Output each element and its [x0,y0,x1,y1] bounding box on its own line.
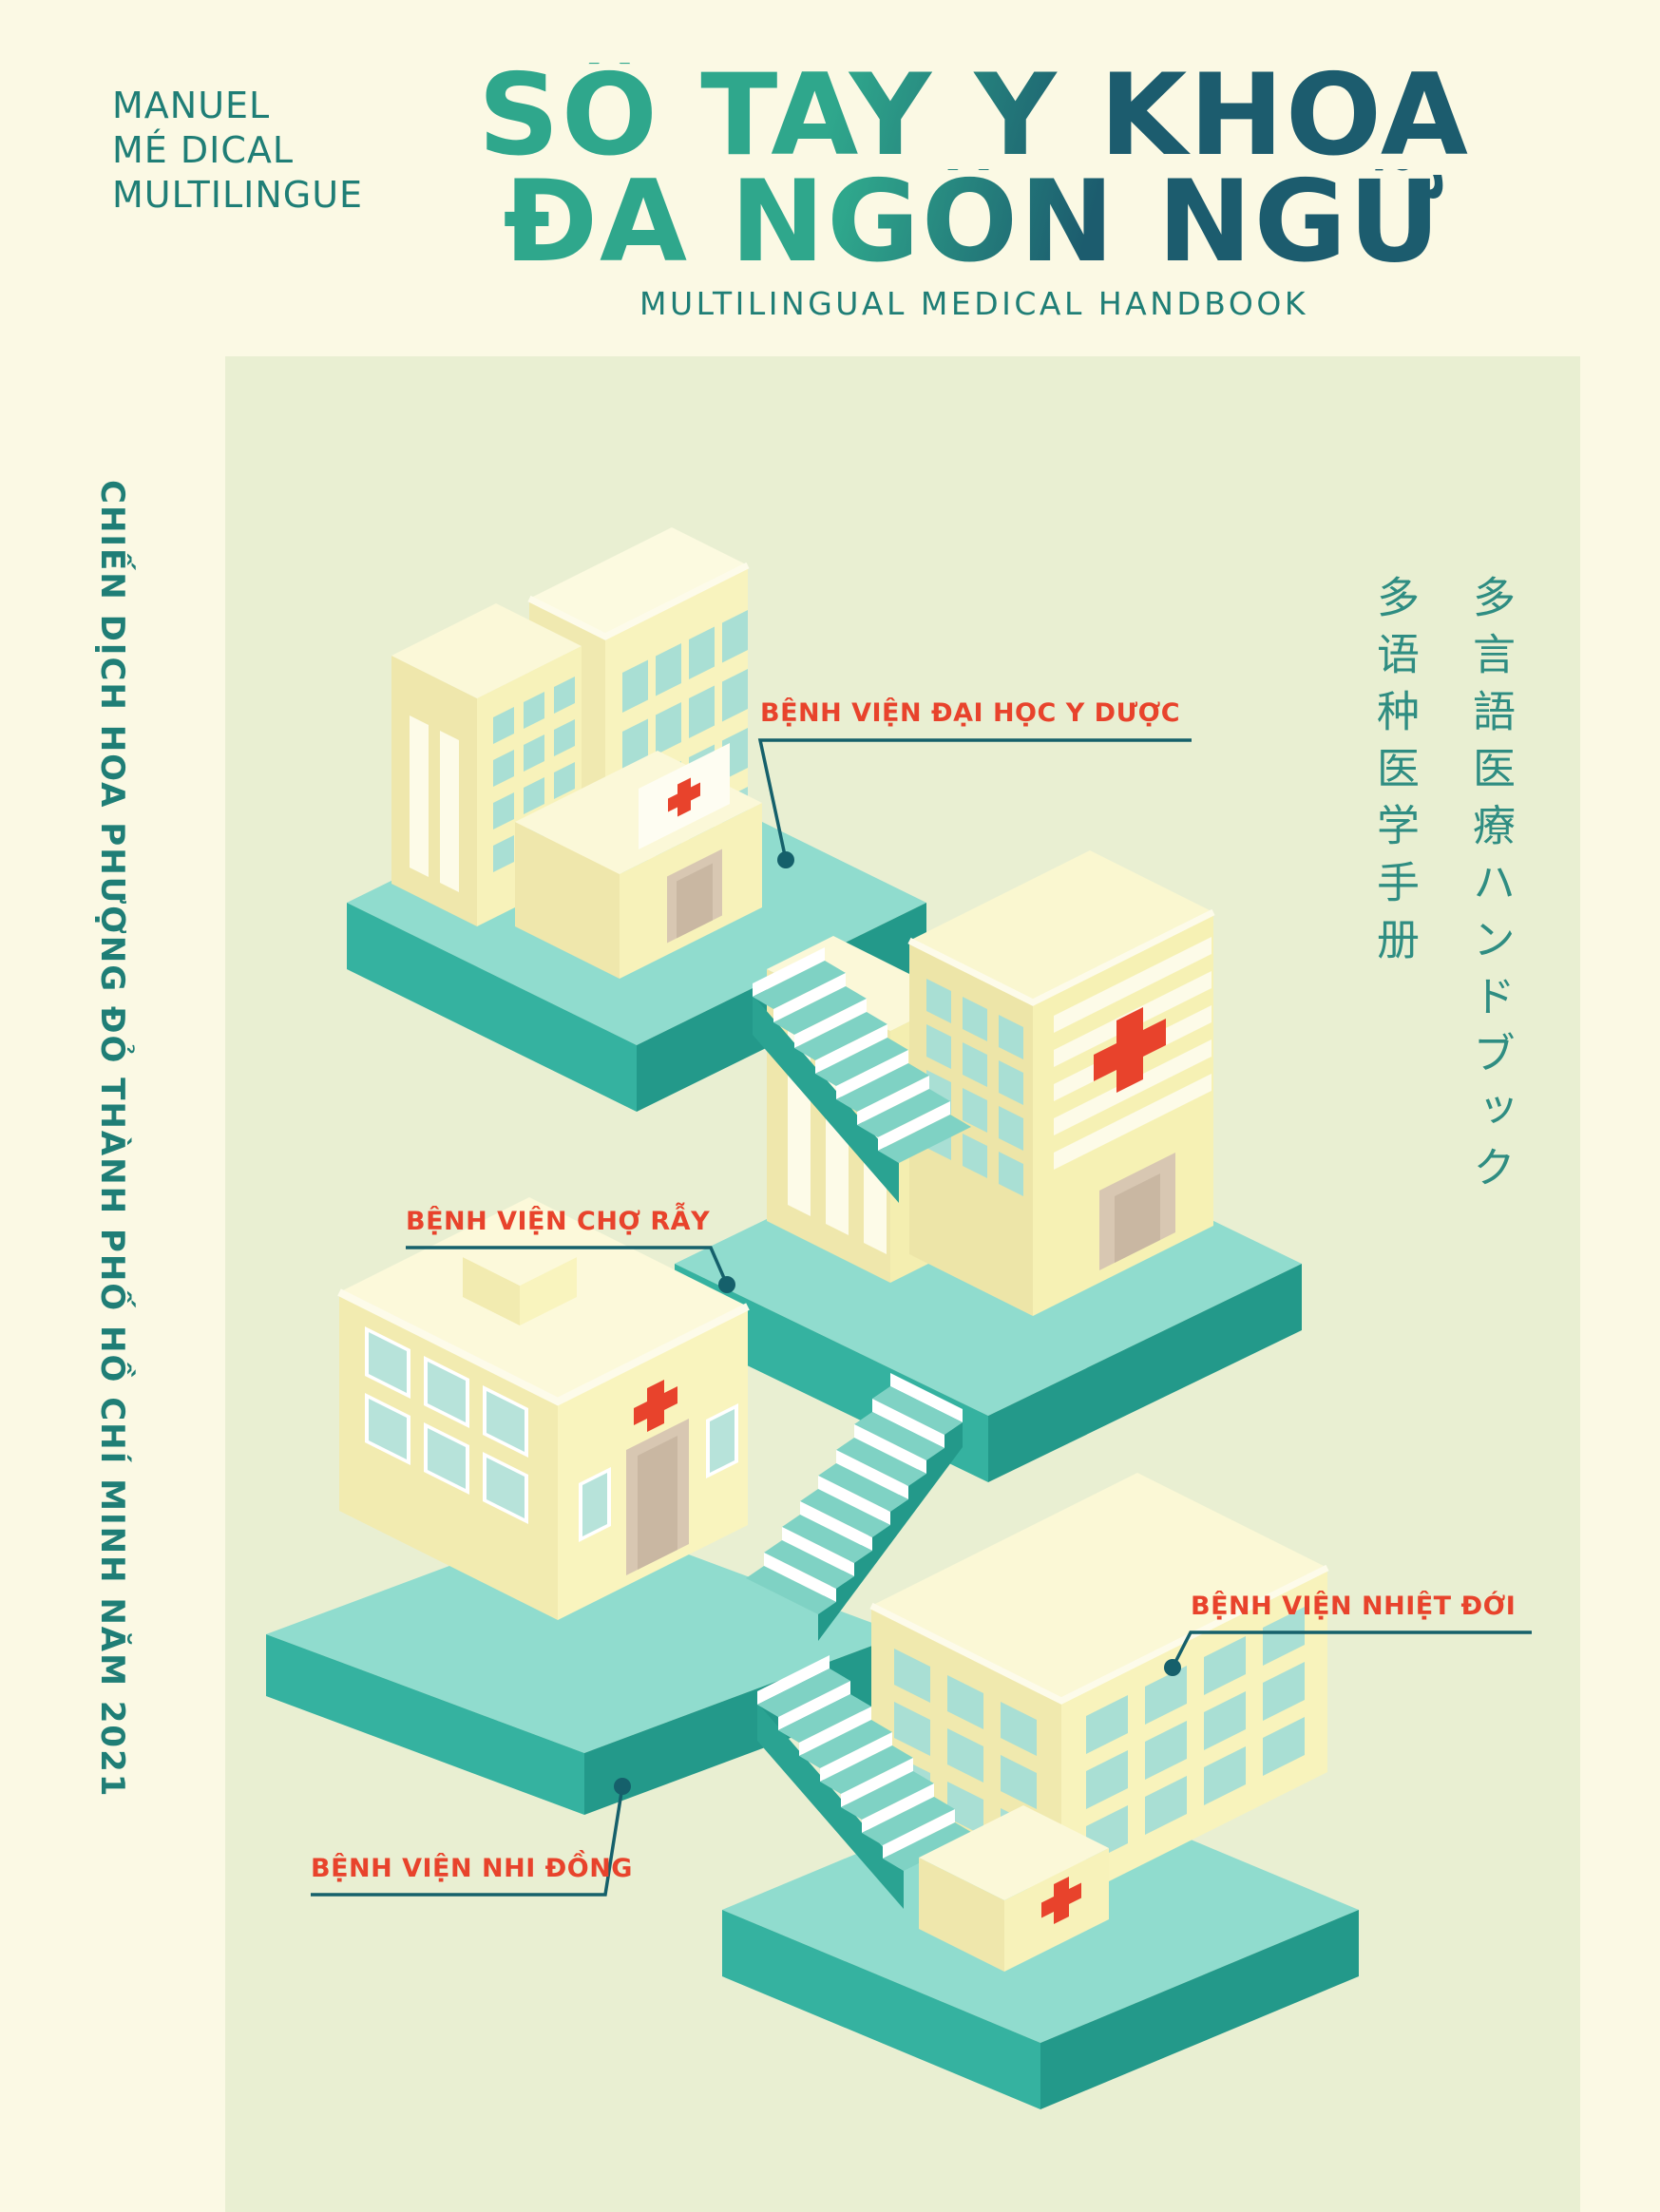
connector-dot [777,851,794,868]
connector-cho-ray [406,1246,729,1286]
stairs-3 [757,1655,976,1909]
red-cross-icon [1094,1007,1166,1094]
kicker-line: MULTILINGUE [112,174,364,216]
kicker-line: MANUEL [112,85,271,126]
main-title-line1: SỔ TAY Y KHOA [477,50,1470,181]
red-cross-icon [634,1380,677,1433]
title-block: SỔ TAY Y KHOA ĐA NGÔN NGỮ MULTILINGUAL M… [380,50,1568,323]
left-vertical-caption: CHIẾN DỊCH HOA PHƯỢNG ĐỎ THÀNH PHỐ HỒ CH… [93,480,131,1799]
kicker: MANUEL MÉ DICAL MULTILINGUE [112,84,363,218]
connector-dai-hoc-y-duoc [757,738,1192,861]
stairs-1 [753,947,971,1203]
map-panel: 多言語医療ハンドブック 多语种医学手册 BỆNH VIỆN ĐẠI HỌC Y … [225,356,1580,2212]
connector-dot [1164,1659,1181,1676]
building-dai-hoc-y-duoc [391,527,762,979]
hospital-label-dai-hoc-y-duoc: BỆNH VIỆN ĐẠI HỌC Y DƯỢC [760,698,1181,728]
connector-dot [718,1276,735,1293]
subtitle: MULTILINGUAL MEDICAL HANDBOOK [639,285,1308,322]
building-cho-ray [767,850,1215,1316]
main-title-line2: ĐA NGÔN NGỮ [503,157,1445,288]
connector-nhi-dong [311,1785,624,1897]
hospital-label-nhiet-doi: BỆNH VIỆN NHIỆT ĐỚI [1191,1592,1517,1621]
connector-dot [614,1778,631,1795]
red-cross-icon [1041,1877,1081,1925]
japanese-vertical-title: 多言語医療ハンドブック [1465,575,1516,1202]
kicker-line: MÉ DICAL [112,129,295,171]
stairs-2 [746,1373,963,1641]
building-nhiet-doi-annex [919,1805,1109,1972]
hospital-map-illustration [266,527,1532,2109]
cjk-vertical-titles: 多言語医療ハンドブック 多语种医学手册 [1364,575,1521,1316]
chinese-vertical-title: 多语种医学手册 [1369,575,1420,974]
connector-nhiet-doi [1171,1630,1532,1669]
red-cross-icon [668,777,700,817]
hospital-label-cho-ray: BỆNH VIỆN CHỢ RẪY [406,1207,711,1236]
hospital-label-nhi-dong: BỆNH VIỆN NHI ĐỒNG [311,1854,633,1883]
